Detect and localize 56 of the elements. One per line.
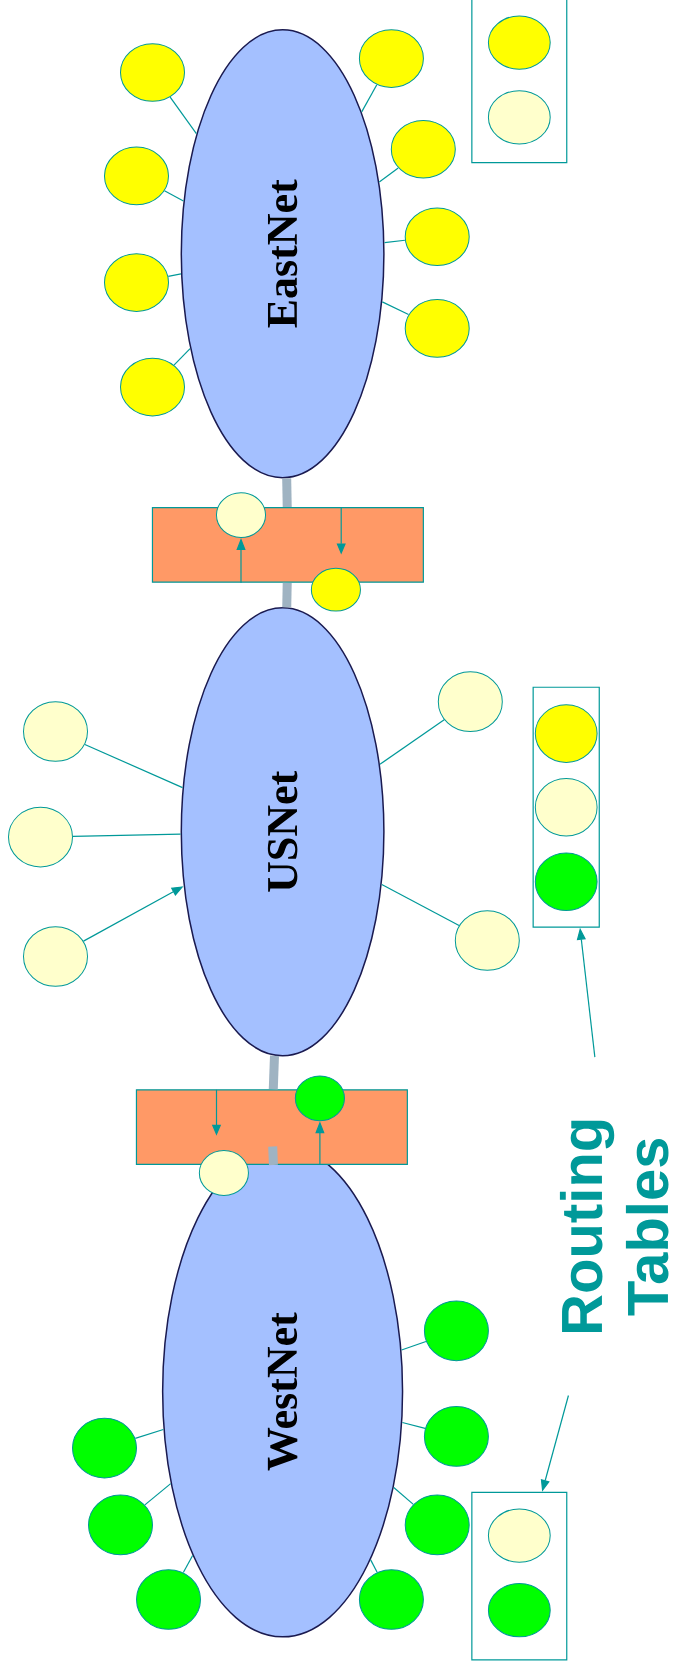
host-circle: [104, 146, 169, 206]
connector-line: [378, 167, 399, 183]
host-circle: [454, 910, 520, 971]
connector-line: [400, 1340, 427, 1351]
host-circle: [120, 43, 185, 102]
connector-line: [169, 96, 197, 135]
connector-line: [383, 239, 406, 244]
host-circle: [487, 1508, 551, 1563]
host-circle: [404, 207, 470, 266]
host-circle: [534, 777, 598, 837]
host-circle: [534, 704, 598, 763]
callout-text: Routing Tables: [559, 1120, 669, 1332]
host-circle: [72, 1417, 137, 1479]
connector-line: [72, 833, 182, 837]
host-circle: [423, 1406, 489, 1467]
host-circle: [404, 1494, 470, 1556]
host-circle: [88, 1494, 153, 1556]
connector-line: [381, 883, 460, 927]
connector-line: [381, 301, 410, 316]
pipe: [268, 1146, 278, 1166]
pipe: [268, 1055, 279, 1090]
host-circle: [120, 357, 185, 417]
host-circle: [404, 299, 470, 358]
host-circle: [310, 567, 361, 612]
connector-line: [144, 1483, 172, 1506]
host-circle: [198, 1150, 249, 1196]
host-circle: [23, 926, 88, 987]
connector-line: [393, 1486, 414, 1505]
host-circle: [390, 120, 456, 179]
host-circle: [487, 90, 551, 145]
host-circle: [215, 492, 267, 538]
pipe: [282, 478, 292, 508]
connector-line: [370, 1559, 378, 1573]
connector-line: [167, 273, 182, 277]
host-circle: [437, 671, 503, 733]
connector-line: [379, 719, 445, 765]
host-circle: [423, 1300, 489, 1362]
connector-line: [84, 743, 184, 789]
host-circle: [358, 1569, 424, 1630]
host-circle: [487, 15, 551, 70]
host-circle: [104, 253, 169, 312]
connector-line: [173, 348, 191, 366]
host-circle: [534, 852, 598, 912]
host-circle: [294, 1075, 345, 1122]
connector-line: [182, 1554, 194, 1574]
host-circle: [136, 1569, 201, 1630]
connector-line: [163, 190, 184, 202]
connector-line: [401, 1421, 426, 1429]
host-circle: [8, 806, 73, 868]
host-circle: [23, 701, 88, 762]
connector-line: [134, 1428, 164, 1439]
router-box: [151, 507, 424, 583]
host-circle: [487, 1583, 551, 1638]
pipe: [282, 582, 292, 608]
host-circle: [358, 29, 424, 88]
connector-line: [361, 84, 378, 113]
